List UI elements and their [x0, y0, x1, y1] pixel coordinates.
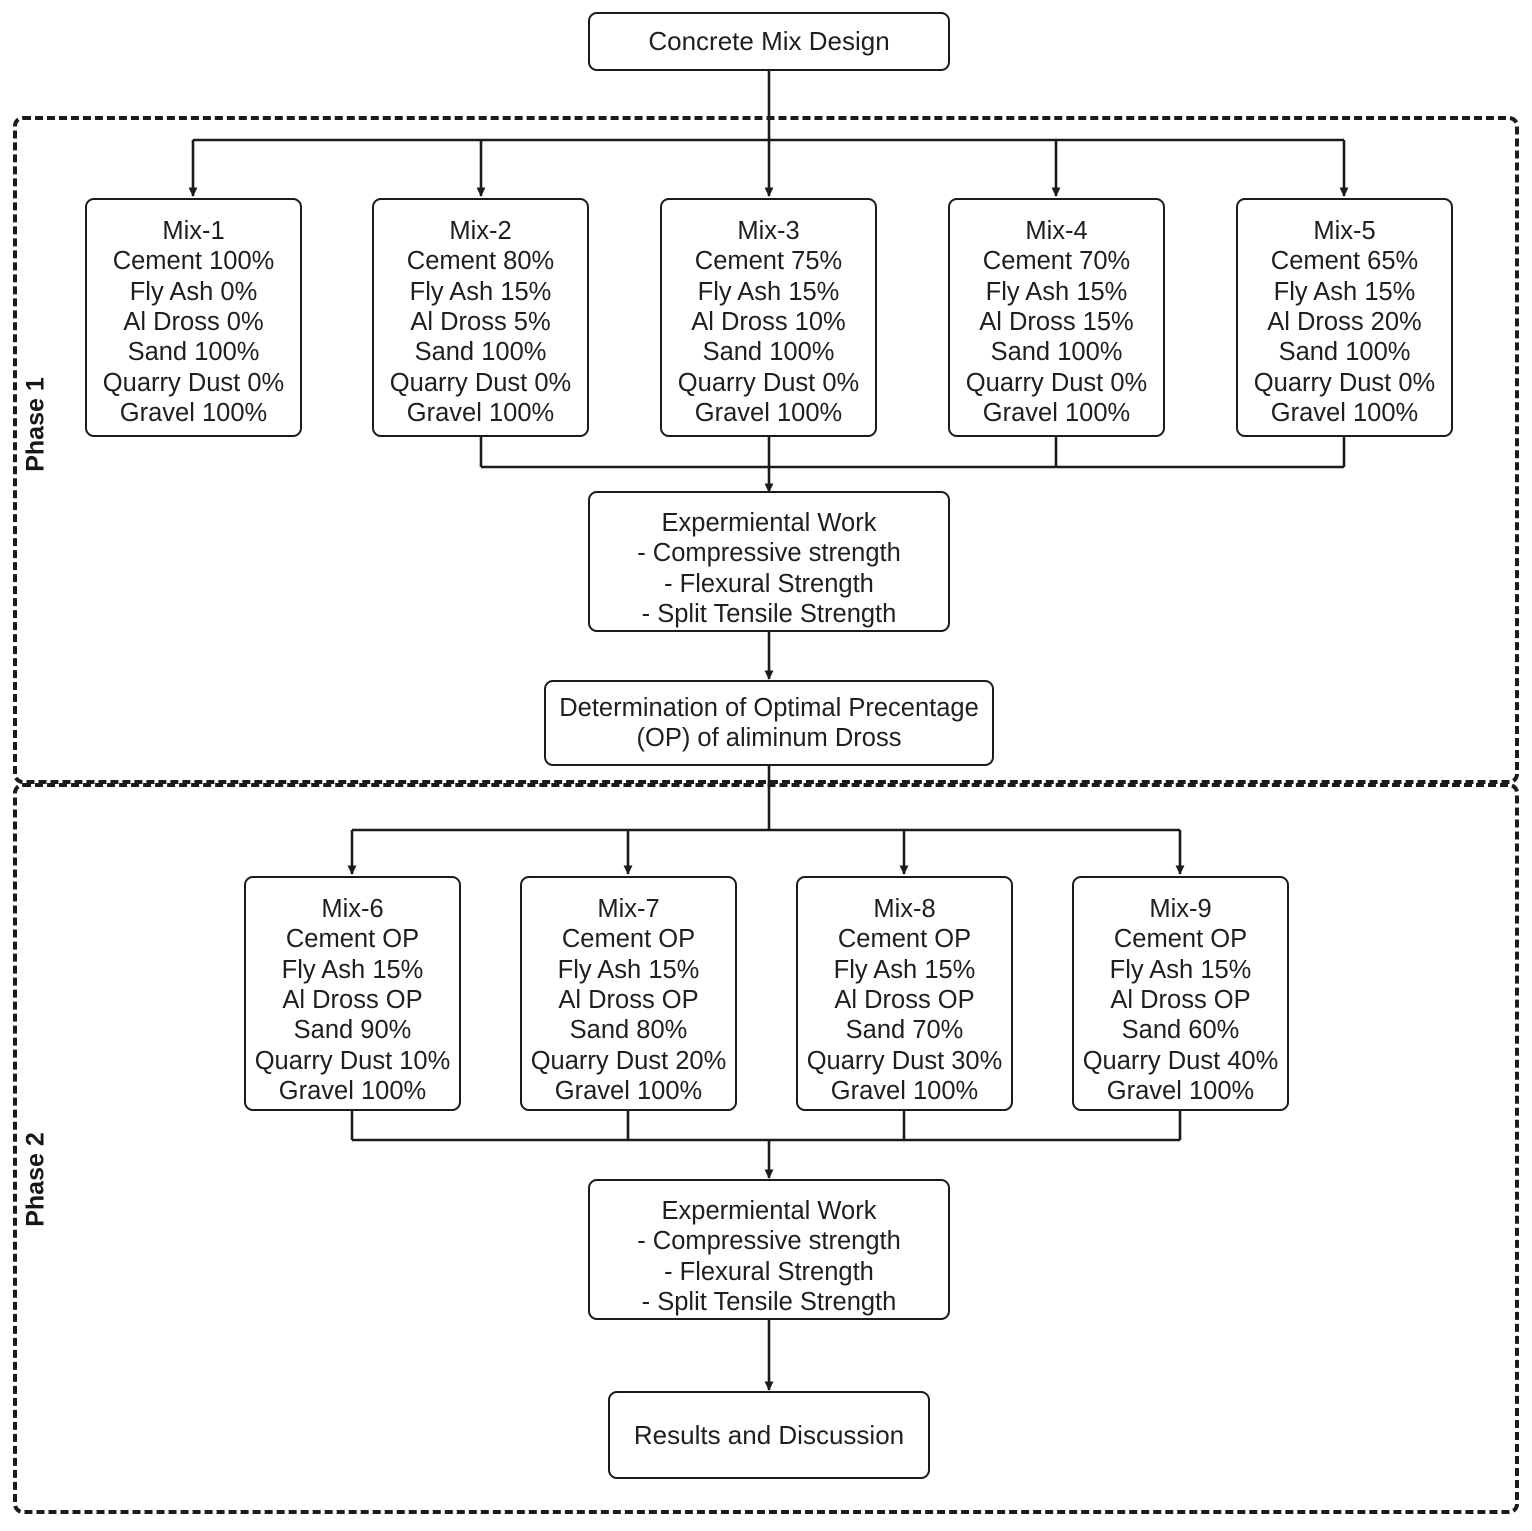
mix-fly-ash: Fly Ash 15%: [985, 277, 1128, 306]
mix-quarry-dust: Quarry Dust 0%: [965, 368, 1148, 397]
node-mix-4[interactable]: Mix-4 Cement 70% Fly Ash 15% Al Dross 15…: [948, 198, 1165, 437]
mix-gravel: Gravel 100%: [830, 1077, 979, 1106]
mix-title: Mix-4: [1025, 217, 1088, 245]
mix-cement: Cement OP: [1113, 925, 1248, 954]
phase-1-label: Phase 1: [21, 377, 50, 472]
mix-cement: Cement OP: [561, 925, 696, 954]
exp-title: Expermiental Work: [661, 509, 877, 537]
mix-sand: Sand 90%: [293, 1016, 412, 1045]
mix-sand: Sand 100%: [702, 338, 835, 367]
node-label: Concrete Mix Design: [648, 26, 890, 57]
mix-al-dross: Al Dross 0%: [123, 308, 264, 337]
mix-quarry-dust: Quarry Dust 0%: [677, 368, 860, 397]
det-line-1: Determination of Optimal Precentage: [559, 693, 979, 722]
mix-sand: Sand 100%: [1278, 338, 1411, 367]
mix-al-dross: Al Dross 20%: [1267, 308, 1422, 337]
mix-title: Mix-2: [449, 217, 512, 245]
mix-fly-ash: Fly Ash 15%: [281, 955, 424, 984]
mix-title: Mix-9: [1149, 895, 1212, 923]
mix-sand: Sand 70%: [845, 1016, 964, 1045]
mix-sand: Sand 60%: [1121, 1016, 1240, 1045]
mix-al-dross: Al Dross 15%: [979, 308, 1134, 337]
mix-quarry-dust: Quarry Dust 40%: [1082, 1046, 1279, 1075]
mix-quarry-dust: Quarry Dust 0%: [102, 368, 285, 397]
mix-cement: Cement 65%: [1270, 247, 1419, 276]
mix-al-dross: Al Dross OP: [558, 986, 699, 1015]
mix-al-dross: Al Dross 10%: [691, 308, 846, 337]
mix-fly-ash: Fly Ash 15%: [697, 277, 840, 306]
node-mix-1[interactable]: Mix-1 Cement 100% Fly Ash 0% Al Dross 0%…: [85, 198, 302, 437]
mix-fly-ash: Fly Ash 15%: [1109, 955, 1252, 984]
mix-title: Mix-1: [162, 217, 225, 245]
node-mix-6[interactable]: Mix-6 Cement OP Fly Ash 15% Al Dross OP …: [244, 876, 461, 1111]
mix-cement: Cement OP: [285, 925, 420, 954]
mix-cement: Cement 80%: [406, 247, 555, 276]
node-mix-2[interactable]: Mix-2 Cement 80% Fly Ash 15% Al Dross 5%…: [372, 198, 589, 437]
mix-al-dross: Al Dross 5%: [410, 308, 551, 337]
node-label: Results and Discussion: [633, 1419, 905, 1450]
mix-gravel: Gravel 100%: [1270, 399, 1419, 428]
mix-sand: Sand 100%: [127, 338, 260, 367]
node-mix-3[interactable]: Mix-3 Cement 75% Fly Ash 15% Al Dross 10…: [660, 198, 877, 437]
mix-fly-ash: Fly Ash 15%: [409, 277, 552, 306]
det-line-2: (OP) of aliminum Dross: [636, 724, 902, 752]
mix-quarry-dust: Quarry Dust 0%: [389, 368, 572, 397]
mix-title: Mix-3: [737, 217, 800, 245]
mix-sand: Sand 100%: [414, 338, 547, 367]
mix-title: Mix-7: [597, 895, 660, 923]
mix-gravel: Gravel 100%: [278, 1077, 427, 1106]
exp-item-split-tensile: - Split Tensile Strength: [641, 1288, 897, 1317]
mix-fly-ash: Fly Ash 15%: [1273, 277, 1416, 306]
mix-title: Mix-6: [321, 895, 384, 923]
mix-gravel: Gravel 100%: [119, 399, 268, 428]
mix-title: Mix-5: [1313, 217, 1376, 245]
mix-fly-ash: Fly Ash 15%: [833, 955, 976, 984]
node-mix-9[interactable]: Mix-9 Cement OP Fly Ash 15% Al Dross OP …: [1072, 876, 1289, 1111]
phase-1-container: [13, 116, 1519, 784]
exp-item-compressive: - Compressive strength: [637, 539, 901, 568]
mix-al-dross: Al Dross OP: [282, 986, 423, 1015]
mix-fly-ash: Fly Ash 15%: [557, 955, 700, 984]
exp-title: Expermiental Work: [661, 1197, 877, 1225]
mix-cement: Cement 70%: [982, 247, 1131, 276]
node-mix-7[interactable]: Mix-7 Cement OP Fly Ash 15% Al Dross OP …: [520, 876, 737, 1111]
mix-al-dross: Al Dross OP: [1110, 986, 1251, 1015]
mix-quarry-dust: Quarry Dust 20%: [530, 1046, 727, 1075]
mix-al-dross: Al Dross OP: [834, 986, 975, 1015]
mix-gravel: Gravel 100%: [1106, 1077, 1255, 1106]
node-experimental-work-1[interactable]: Expermiental Work - Compressive strength…: [588, 491, 950, 632]
node-mix-5[interactable]: Mix-5 Cement 65% Fly Ash 15% Al Dross 20…: [1236, 198, 1453, 437]
mix-cement: Cement 75%: [694, 247, 843, 276]
phase-2-label: Phase 2: [21, 1132, 50, 1227]
mix-title: Mix-8: [873, 895, 936, 923]
node-mix-8[interactable]: Mix-8 Cement OP Fly Ash 15% Al Dross OP …: [796, 876, 1013, 1111]
exp-item-flexural: - Flexural Strength: [664, 569, 874, 598]
mix-gravel: Gravel 100%: [982, 399, 1131, 428]
node-experimental-work-2[interactable]: Expermiental Work - Compressive strength…: [588, 1179, 950, 1320]
mix-cement: Cement OP: [837, 925, 972, 954]
exp-item-split-tensile: - Split Tensile Strength: [641, 600, 897, 629]
mix-quarry-dust: Quarry Dust 30%: [806, 1046, 1003, 1075]
node-concrete-mix-design[interactable]: Concrete Mix Design: [588, 12, 950, 71]
node-results-and-discussion[interactable]: Results and Discussion: [608, 1391, 930, 1479]
mix-cement: Cement 100%: [112, 247, 275, 276]
mix-sand: Sand 80%: [569, 1016, 688, 1045]
mix-sand: Sand 100%: [990, 338, 1123, 367]
mix-quarry-dust: Quarry Dust 0%: [1253, 368, 1436, 397]
phase-2-container: [13, 783, 1519, 1514]
mix-gravel: Gravel 100%: [406, 399, 555, 428]
exp-item-flexural: - Flexural Strength: [664, 1257, 874, 1286]
node-determination-optimal-percentage[interactable]: Determination of Optimal Precentage (OP)…: [544, 680, 994, 766]
mix-gravel: Gravel 100%: [694, 399, 843, 428]
exp-item-compressive: - Compressive strength: [637, 1227, 901, 1256]
mix-quarry-dust: Quarry Dust 10%: [254, 1046, 451, 1075]
mix-gravel: Gravel 100%: [554, 1077, 703, 1106]
mix-fly-ash: Fly Ash 0%: [129, 277, 258, 306]
